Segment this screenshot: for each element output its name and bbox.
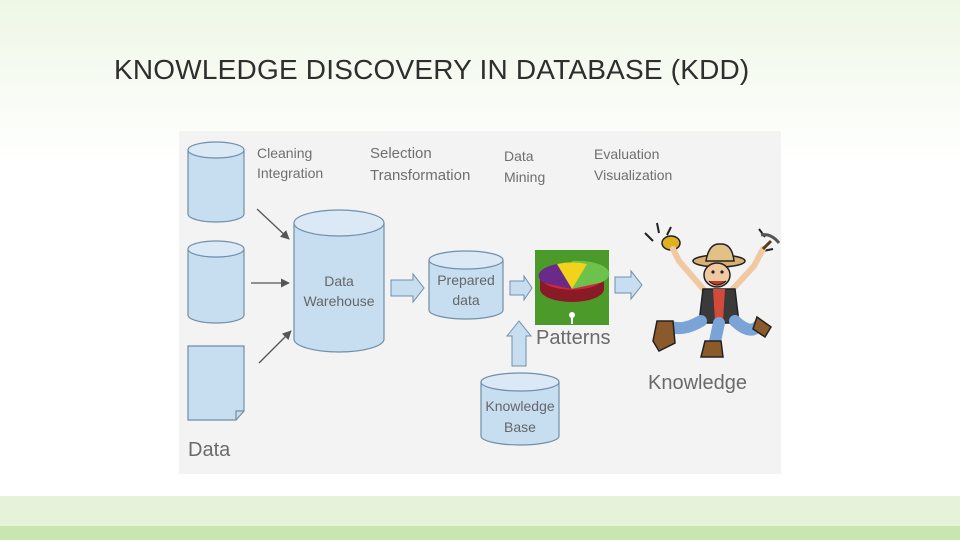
prepared-label-line1: Prepared: [437, 272, 495, 288]
data-sources-label: Data: [188, 439, 231, 461]
warehouse-label-line2: Warehouse: [303, 293, 375, 309]
step-label-cleaning: Cleaning: [257, 145, 313, 161]
patterns-label: Patterns: [536, 327, 611, 349]
step-label-integration: Integration: [257, 165, 324, 181]
prepared-label-line2: data: [452, 292, 480, 308]
source-document-icon: [187, 345, 245, 421]
block-arrow-3: [614, 269, 643, 301]
slide-title: KNOWLEDGE DISCOVERY IN DATABASE (KDD): [114, 54, 750, 85]
kb-label-line1: Knowledge: [485, 398, 555, 414]
knowledge-cartoon-figure: [644, 222, 781, 358]
data-warehouse-cylinder: [293, 209, 385, 353]
block-arrow-up: [505, 320, 533, 367]
knowledge-label: Knowledge: [648, 372, 747, 394]
step-label-data: Data: [504, 148, 534, 164]
prepared-data-cylinder: [428, 250, 504, 320]
step-label-transformation: Transformation: [370, 167, 471, 184]
kb-label-line2: Base: [504, 419, 536, 435]
source-arrow-1: [256, 208, 290, 240]
kdd-process-diagram: Cleaning Integration Selection Transform…: [179, 131, 781, 474]
diagram-graphics: [187, 141, 781, 446]
source-db-cylinder-2: [187, 240, 245, 324]
step-label-mining: Mining: [504, 169, 546, 185]
step-label-evaluation: Evaluation: [594, 146, 660, 162]
block-arrow-1: [390, 272, 425, 304]
source-db-cylinder-1: [187, 141, 245, 223]
patterns-pie-image: [535, 250, 610, 325]
step-label-selection: Selection: [370, 145, 432, 162]
footer-accent-line: [0, 526, 960, 540]
knowledge-base-cylinder: [480, 372, 560, 446]
footer-band: [0, 496, 960, 526]
block-arrow-2: [509, 274, 533, 302]
warehouse-label-line1: Data: [324, 273, 354, 289]
step-label-visualization: Visualization: [594, 167, 673, 183]
source-arrow-3: [258, 330, 292, 364]
